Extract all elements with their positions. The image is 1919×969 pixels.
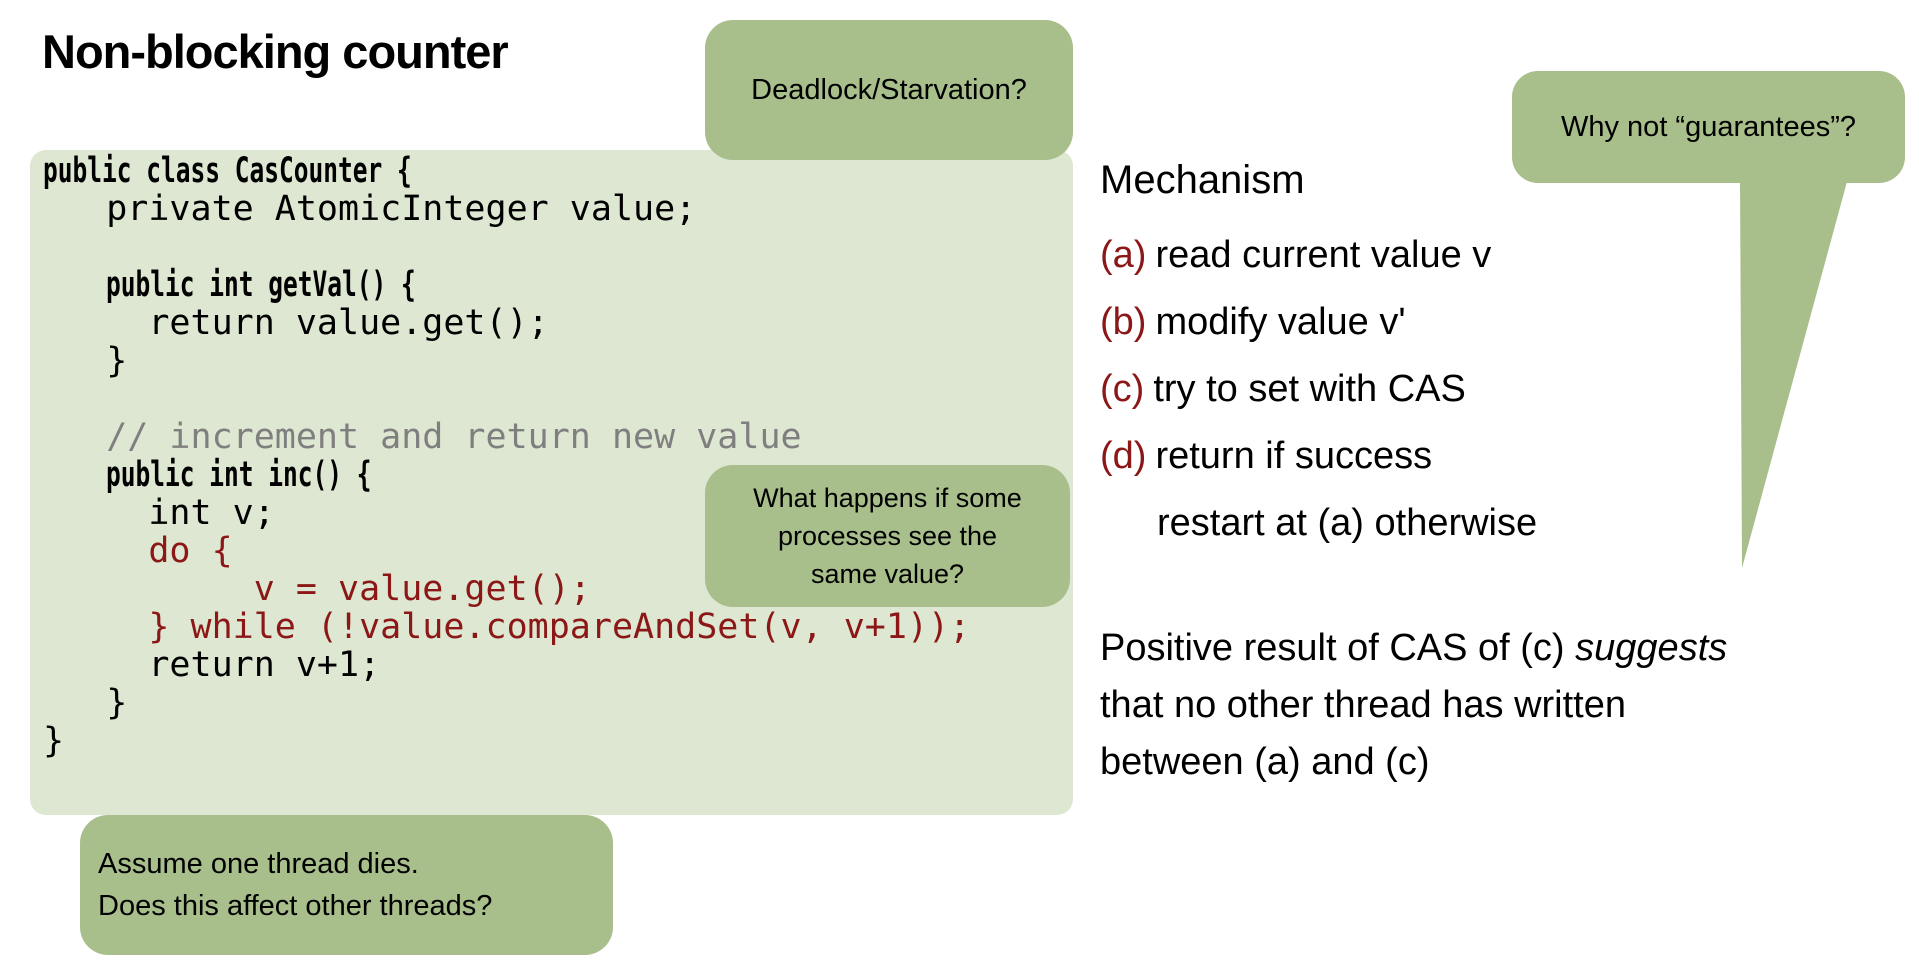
code-segment-plain: return value.get(); xyxy=(43,303,549,343)
callout-line: Assume one thread dies. xyxy=(98,848,419,880)
code-line: v = value.get(); xyxy=(43,570,1073,608)
code-segment-plain: private AtomicInteger value; xyxy=(43,189,697,229)
code-line xyxy=(43,228,1073,266)
mechanism-steps: (a)read current value v(b)modify value v… xyxy=(1100,222,1537,557)
code-segment-plain: int v; xyxy=(43,493,275,533)
code-line: public class CasCounter { xyxy=(43,152,1073,190)
code-segment-red: do { xyxy=(148,531,233,571)
callout-deadlock-starvation: Deadlock/Starvation? xyxy=(705,20,1073,160)
mechanism-step-text: read current value v xyxy=(1155,234,1492,276)
code-line: int v; xyxy=(43,494,1073,532)
note-text: Positive result of CAS of (c) xyxy=(1100,627,1576,669)
mechanism-step: (c)try to set with CAS xyxy=(1100,356,1537,423)
mechanism-step-label: (b) xyxy=(1100,301,1147,343)
code-segment-bold: public int inc() { xyxy=(106,455,372,495)
code-line: return value.get(); xyxy=(43,304,1073,342)
code-segment-plain: return v+1; xyxy=(43,645,381,685)
slide-title: Non-blocking counter xyxy=(42,25,509,78)
code-segment-plain xyxy=(43,569,254,609)
code-line xyxy=(43,380,1073,418)
code-line: } xyxy=(43,722,1073,760)
mechanism-step-text: return if success xyxy=(1155,435,1433,477)
callout-line: processes see the xyxy=(777,521,998,551)
callout-why-not-guarantees: Why not “guarantees”? xyxy=(1512,71,1905,183)
code-segment-plain: } xyxy=(43,341,128,381)
code-segment-plain xyxy=(43,379,64,419)
note-line: Positive result of CAS of (c) suggests xyxy=(1100,620,1727,677)
code-segment-plain xyxy=(43,455,106,495)
code-segment-comment: // increment and return new value xyxy=(43,417,802,457)
mechanism-step: (b)modify value v' xyxy=(1100,289,1537,356)
code-line: } xyxy=(43,684,1073,722)
mechanism-step-label: (c) xyxy=(1100,368,1145,410)
callout-guarantees-text: Why not “guarantees”? xyxy=(1561,111,1856,143)
code-line: public int inc() { xyxy=(43,456,1073,494)
mechanism-step-text: modify value v' xyxy=(1155,301,1406,343)
note-italic-word: suggests xyxy=(1575,627,1728,669)
note-text: between (a) and (c) xyxy=(1100,741,1430,783)
code-line: } while (!value.compareAndSet(v, v+1)); xyxy=(43,608,1073,646)
callout-line: What happens if some xyxy=(753,483,1022,513)
code-segment-bold: public class CasCounter { xyxy=(43,151,412,191)
mechanism-step-label: (d) xyxy=(1100,435,1147,477)
code-segment-red: } while (!value.compareAndSet(v, v+1)); xyxy=(148,607,971,647)
callout-same-value: What happens if some processes see the sam… xyxy=(705,465,1070,607)
mechanism-step: (d)return if success xyxy=(1100,423,1537,490)
mechanism-step: (a)read current value v xyxy=(1100,222,1537,289)
code-segment-plain xyxy=(43,531,148,571)
code-line: public int getVal() { xyxy=(43,266,1073,304)
code-line: private AtomicInteger value; xyxy=(43,190,1073,228)
callout-guarantees-tail xyxy=(1740,178,1848,568)
code-segment-plain xyxy=(43,227,64,267)
code-segment-plain: } xyxy=(43,683,128,723)
note-line: that no other thread has written xyxy=(1100,677,1727,734)
mechanism-step-text: try to set with CAS xyxy=(1153,368,1466,410)
code-segment-bold: public int getVal() { xyxy=(106,265,416,305)
note-line: between (a) and (c) xyxy=(1100,734,1727,791)
mechanism-step-label: (a) xyxy=(1100,234,1147,276)
callout-deadlock-text: Deadlock/Starvation? xyxy=(751,74,1027,106)
mechanism-step-text: restart at (a) otherwise xyxy=(1157,502,1538,544)
code-line: // increment and return new value xyxy=(43,418,1073,456)
code-block: public class CasCounter { private Atomic… xyxy=(43,152,1073,760)
code-line: do { xyxy=(43,532,1073,570)
code-line: return v+1; xyxy=(43,646,1073,684)
cas-note-paragraph: Positive result of CAS of (c) suggests th… xyxy=(1100,620,1727,791)
callout-line: Does this affect other threads? xyxy=(98,890,493,922)
mechanism-step: restart at (a) otherwise xyxy=(1100,490,1537,557)
note-text: that no other thread has written xyxy=(1100,684,1626,726)
code-segment-plain xyxy=(43,265,106,305)
callout-line: same value? xyxy=(810,559,965,589)
code-segment-red: v = value.get(); xyxy=(253,569,591,609)
code-segment-plain: } xyxy=(43,721,65,761)
callout-thread-dies: Assume one thread dies. Does this affect … xyxy=(80,815,613,955)
code-line: } xyxy=(43,342,1073,380)
mechanism-heading: Mechanism xyxy=(1100,158,1305,202)
code-segment-plain xyxy=(43,607,148,647)
